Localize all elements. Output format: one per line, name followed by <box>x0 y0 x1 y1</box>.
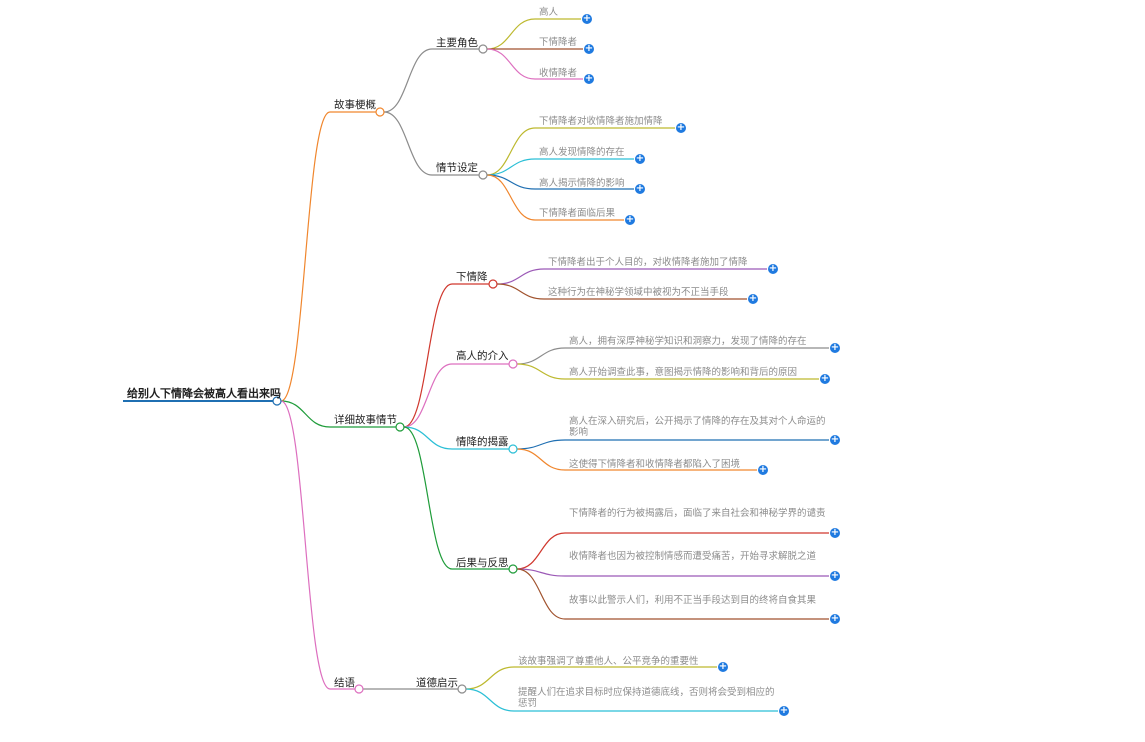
branch-collapse-toggle[interactable] <box>354 684 364 694</box>
leaf-connector <box>465 688 515 712</box>
sub-connector-1 <box>383 111 433 176</box>
leaf-connector <box>486 174 536 221</box>
subtopic-collapse-toggle[interactable] <box>478 44 488 54</box>
leaf-topic[interactable]: 下情降者对收情降者施加情降 <box>539 116 663 127</box>
root-topic[interactable]: 给别人下情降会被高人看出来吗 <box>127 387 281 400</box>
leaf-topic[interactable]: 高人开始调查此事，意图揭示情降的影响和背后的原因 <box>569 367 798 378</box>
subtopic-collapse-toggle[interactable] <box>457 684 467 694</box>
expand-plus-icon[interactable]: + <box>830 613 840 624</box>
leaf-connector <box>486 127 536 176</box>
root-collapse-toggle[interactable] <box>272 396 282 406</box>
expand-plus-icon[interactable]: + <box>625 214 635 225</box>
leaf-connector <box>516 568 566 577</box>
expand-plus-icon[interactable]: + <box>768 263 778 274</box>
expand-plus-icon[interactable]: + <box>582 13 592 24</box>
leaf-topic[interactable]: 高人 <box>539 7 559 18</box>
leaf-connector <box>486 48 536 80</box>
sub-connector-0 <box>383 48 433 113</box>
sub-connector-4 <box>403 426 453 450</box>
branch-collapse-toggle[interactable] <box>395 422 405 432</box>
expand-plus-icon[interactable]: + <box>830 527 840 538</box>
subtopic-collapse-toggle[interactable] <box>508 444 518 454</box>
leaf-connector <box>465 666 515 690</box>
leaf-connector <box>496 283 545 300</box>
expand-plus-icon[interactable]: + <box>758 464 768 475</box>
leaf-topic[interactable]: 高人发现情降的存在 <box>539 147 625 158</box>
sub-connector-2 <box>403 283 453 428</box>
subtopic-collapse-toggle[interactable] <box>488 279 498 289</box>
expand-plus-icon[interactable]: + <box>584 43 594 54</box>
subtopic-4[interactable]: 情降的揭露 <box>456 436 509 448</box>
branch-connector-2 <box>280 400 331 690</box>
branch-0[interactable]: 故事梗概 <box>334 99 376 111</box>
expand-plus-icon[interactable]: + <box>635 153 645 164</box>
leaf-connector <box>516 532 566 570</box>
branch-connector-0 <box>280 111 331 402</box>
leaf-connector <box>496 268 545 285</box>
leaf-topic[interactable]: 收情降者 <box>539 68 578 79</box>
expand-plus-icon[interactable]: + <box>748 293 758 304</box>
leaf-connector <box>516 448 566 471</box>
subtopic-collapse-toggle[interactable] <box>478 170 488 180</box>
sub-connector-3 <box>403 363 453 428</box>
branch-1[interactable]: 详细故事情节 <box>334 414 397 426</box>
expand-plus-icon[interactable]: + <box>830 570 840 581</box>
subtopic-5[interactable]: 后果与反思 <box>456 557 509 569</box>
branch-collapse-toggle[interactable] <box>375 107 385 117</box>
leaf-connector <box>516 347 566 365</box>
expand-plus-icon[interactable]: + <box>676 122 686 133</box>
leaf-topic[interactable]: 下情降者的行为被揭露后，面临了来自社会和神秘学界的谴责 <box>569 508 826 519</box>
subtopic-3[interactable]: 高人的介入 <box>456 350 509 362</box>
subtopic-0[interactable]: 主要角色 <box>436 37 478 49</box>
expand-plus-icon[interactable]: + <box>830 342 840 353</box>
subtopic-2[interactable]: 下情降 <box>456 271 488 283</box>
expand-plus-icon[interactable]: + <box>779 705 789 716</box>
subtopic-6[interactable]: 道德启示 <box>416 677 458 689</box>
leaf-connector <box>486 158 536 176</box>
subtopic-collapse-toggle[interactable] <box>508 564 518 574</box>
leaf-topic[interactable]: 高人揭示情降的影响 <box>539 178 625 189</box>
leaf-topic[interactable]: 高人，拥有深厚神秘学知识和洞察力，发现了情降的存在 <box>569 336 807 347</box>
expand-plus-icon[interactable]: + <box>635 183 645 194</box>
leaf-topic[interactable]: 该故事强调了尊重他人、公平竞争的重要性 <box>518 656 699 667</box>
expand-plus-icon[interactable]: + <box>718 661 728 672</box>
leaf-topic[interactable]: 高人在深入研究后，公开揭示了情降的存在及其对个人命运的影响 <box>569 416 826 438</box>
leaf-topic[interactable]: 提醒人们在追求目标时应保持道德底线，否则将会受到相应的惩罚 <box>518 687 775 709</box>
leaf-topic[interactable]: 故事以此警示人们，利用不正当手段达到目的终将自食其果 <box>569 595 817 606</box>
leaf-topic[interactable]: 这使得下情降者和收情降者都陷入了困境 <box>569 459 741 470</box>
expand-plus-icon[interactable]: + <box>820 373 830 384</box>
leaf-connector <box>516 439 566 450</box>
leaf-connector <box>516 568 566 620</box>
leaf-topic[interactable]: 下情降者出于个人目的，对收情降者施加了情降 <box>548 257 748 268</box>
leaf-connector <box>516 363 566 380</box>
subtopic-collapse-toggle[interactable] <box>508 359 518 369</box>
leaf-topic[interactable]: 这种行为在神秘学领域中被视为不正当手段 <box>548 287 729 298</box>
branch-connector-1 <box>280 400 331 428</box>
leaf-connector <box>486 18 536 50</box>
sub-connector-5 <box>403 426 453 570</box>
leaf-topic[interactable]: 收情降者也因为被控制情感而遭受痛苦，开始寻求解脱之道 <box>569 551 817 562</box>
expand-plus-icon[interactable]: + <box>830 434 840 445</box>
leaf-topic[interactable]: 下情降者面临后果 <box>539 208 616 219</box>
expand-plus-icon[interactable]: + <box>584 73 594 84</box>
leaf-topic[interactable]: 下情降者 <box>539 37 578 48</box>
branch-2[interactable]: 结语 <box>334 677 355 689</box>
subtopic-1[interactable]: 情节设定 <box>436 162 478 174</box>
